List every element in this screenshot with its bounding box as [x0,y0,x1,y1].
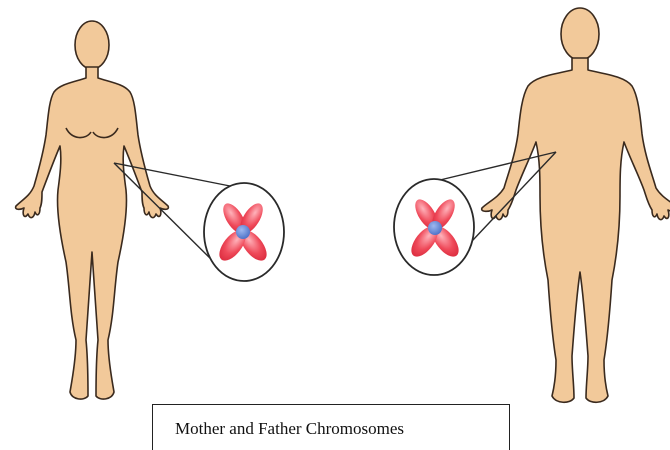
father-head [561,8,599,60]
father-figure [482,8,670,402]
mother-figure [16,21,169,399]
mother-head [75,21,109,69]
mother-pointer-line-top [114,163,230,186]
caption-text: Mother and Father Chromosomes [175,419,404,439]
mother-body [16,67,169,399]
caption-box: Mother and Father Chromosomes [152,404,510,450]
father-body [482,58,670,402]
father-magnifier [394,152,556,275]
